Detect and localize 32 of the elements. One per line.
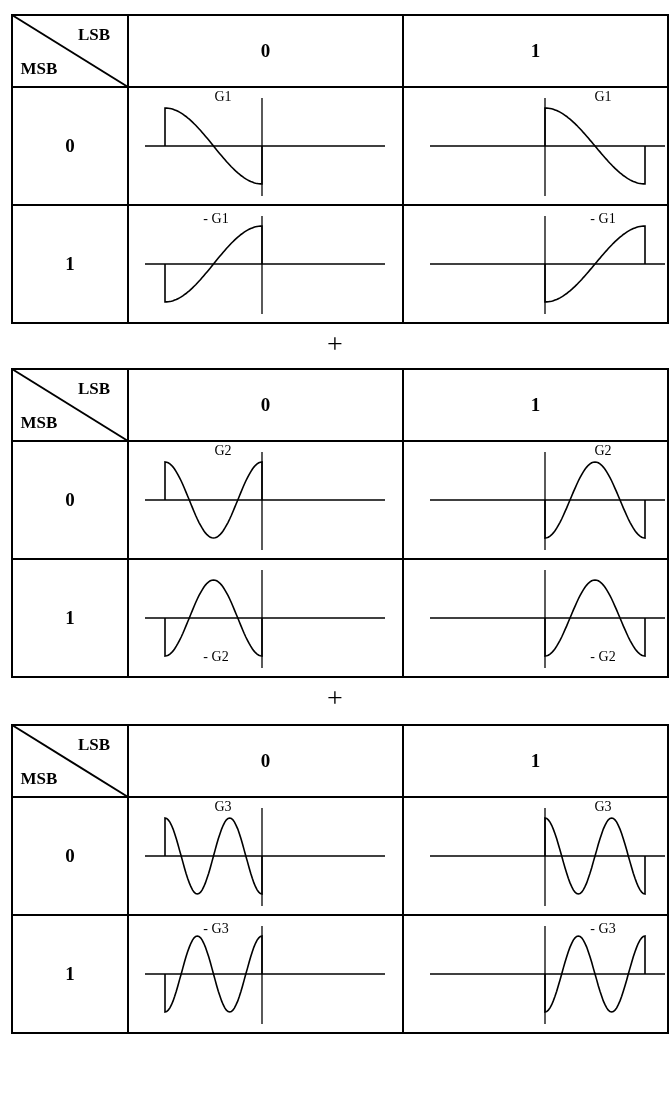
column-header: 0: [259, 751, 272, 770]
column-header: 1: [529, 41, 542, 60]
row-header: 0: [64, 136, 76, 155]
column-header: 0: [259, 395, 272, 414]
column-header: 0: [259, 41, 272, 60]
row-header: 0: [64, 490, 76, 509]
row-header: 0: [64, 846, 76, 865]
row-axis-label: MSB: [19, 770, 59, 787]
waveform-label: - G3: [202, 922, 230, 936]
column-header: 1: [529, 751, 542, 770]
waveform-label: - G2: [202, 650, 230, 664]
plus-sign: +: [326, 330, 344, 358]
waveform-label: G3: [213, 800, 233, 814]
waveform-label: - G1: [589, 212, 617, 226]
row-header: 1: [64, 608, 76, 627]
row-header: 1: [64, 964, 76, 983]
waveform-label: G3: [593, 800, 613, 814]
row-axis-label: MSB: [19, 414, 59, 431]
row-header: 1: [64, 254, 76, 273]
column-axis-label: LSB: [76, 26, 112, 43]
waveform-label: - G1: [202, 212, 230, 226]
waveform-label: G1: [593, 90, 613, 104]
column-axis-label: LSB: [76, 380, 112, 397]
plus-sign: +: [326, 684, 344, 712]
waveform-label: - G3: [589, 922, 617, 936]
waveform-label: G2: [593, 444, 613, 458]
waveform-label: G1: [213, 90, 233, 104]
column-axis-label: LSB: [76, 736, 112, 753]
waveform-label: - G2: [589, 650, 617, 664]
waveform-label: G2: [213, 444, 233, 458]
column-header: 1: [529, 395, 542, 414]
row-axis-label: MSB: [19, 60, 59, 77]
